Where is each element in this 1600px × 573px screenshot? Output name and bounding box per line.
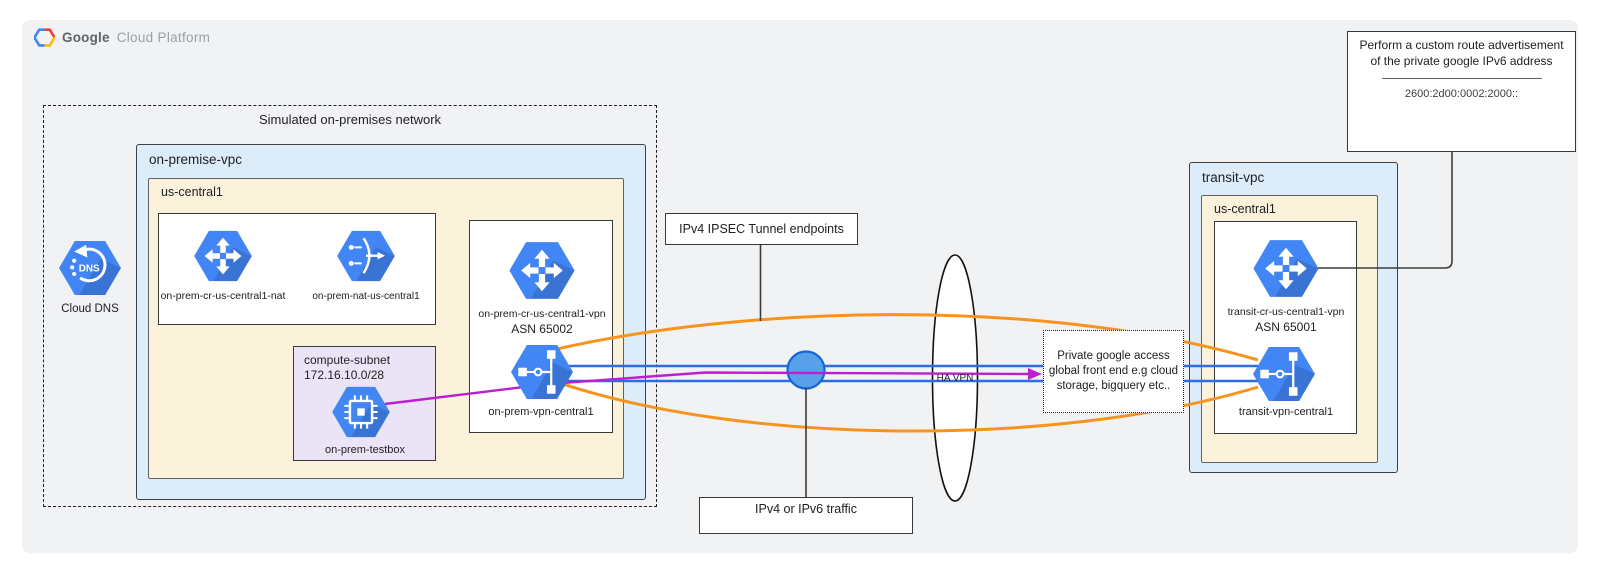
transit-vpc-title: transit-vpc [1202,170,1265,185]
onprem-vpn-gateway-label: on-prem-vpn-central1 [488,406,594,418]
cloud-dns-icon [57,239,123,297]
ha-vpn-label: HA VPN [936,373,974,384]
transit-cloud-vpn-gateway-icon [1251,345,1317,403]
cloud-nat-icon [335,229,397,283]
onprem-nat-label: on-prem-nat-us-central1 [312,291,420,302]
cloud-dns-label: Cloud DNS [61,303,119,315]
onprem-vpc-title: on-premise-vpc [149,152,243,167]
onprem-region-title: us-central1 [161,185,223,199]
onprem-dashed-boundary: Simulated on-premises network on-premise… [43,105,657,507]
transit-vpn-gateway-label: transit-vpn-central1 [1238,406,1334,418]
gcp-logo-icon [34,28,55,47]
private-google-access-box: Private google access global front end e… [1043,330,1184,413]
onprem-vpn-group-box: on-prem-cr-us-central1-vpn ASN 65002 on-… [469,220,613,433]
compute-subnet-box: compute-subnet 172.16.10.0/28 on-prem-te… [293,346,436,461]
transit-router-label: transit-cr-us-central1-vpn [1227,306,1345,318]
compute-subnet-name: compute-subnet [304,353,391,367]
onprem-router-nat-label: on-prem-cr-us-central1-nat [160,290,286,302]
transit-region-box: us-central1 transit-cr-us-central1-vpn A… [1201,195,1378,463]
cloud-router-vpn-icon [507,240,577,301]
transit-cloud-router-icon [1251,238,1321,299]
transit-vpn-group-box: transit-cr-us-central1-vpn ASN 65001 tra… [1214,221,1357,434]
compute-engine-icon [330,385,392,439]
onprem-testbox-label: on-prem-testbox [324,444,406,456]
route-note-text: Perform a custom route advertisement of … [1359,38,1564,68]
onprem-vpn-router-asn: ASN 65002 [511,322,573,336]
transit-region-title: us-central1 [1214,202,1276,216]
gcp-logo: Google Cloud Platform [34,28,210,47]
route-note-address: 2600:2d00:0002:2000:: [1404,88,1519,101]
onprem-boundary-title: Simulated on-premises network [258,112,442,127]
cloud-router-nat-icon [192,229,254,283]
cloud-vpn-gateway-icon [509,343,575,401]
transit-vpc-box: transit-vpc us-central1 transit-cr-us-ce… [1189,162,1398,473]
onprem-nat-group-box: on-prem-cr-us-central1-nat on-prem-nat-u… [158,213,436,325]
compute-subnet-cidr: 172.16.10.0/28 [304,368,385,382]
onprem-region-box: us-central1 on-prem-cr-us-central1-nat o… [148,178,624,479]
onprem-vpc-box: on-premise-vpc us-central1 on-prem-cr-us… [136,144,646,500]
traffic-callout-box: IPv4 or IPv6 traffic [699,497,913,534]
route-note-divider [1381,78,1542,80]
gcp-logo-product: Cloud Platform [116,30,211,45]
transit-router-asn: ASN 65001 [1255,320,1317,334]
ipsec-callout-box: IPv4 IPSEC Tunnel endpoints [665,213,858,245]
route-advertisement-note: Perform a custom route advertisement of … [1347,31,1576,152]
onprem-vpn-router-label: on-prem-cr-us-central1-vpn [478,308,606,320]
gcp-logo-brand: Google [62,30,110,45]
